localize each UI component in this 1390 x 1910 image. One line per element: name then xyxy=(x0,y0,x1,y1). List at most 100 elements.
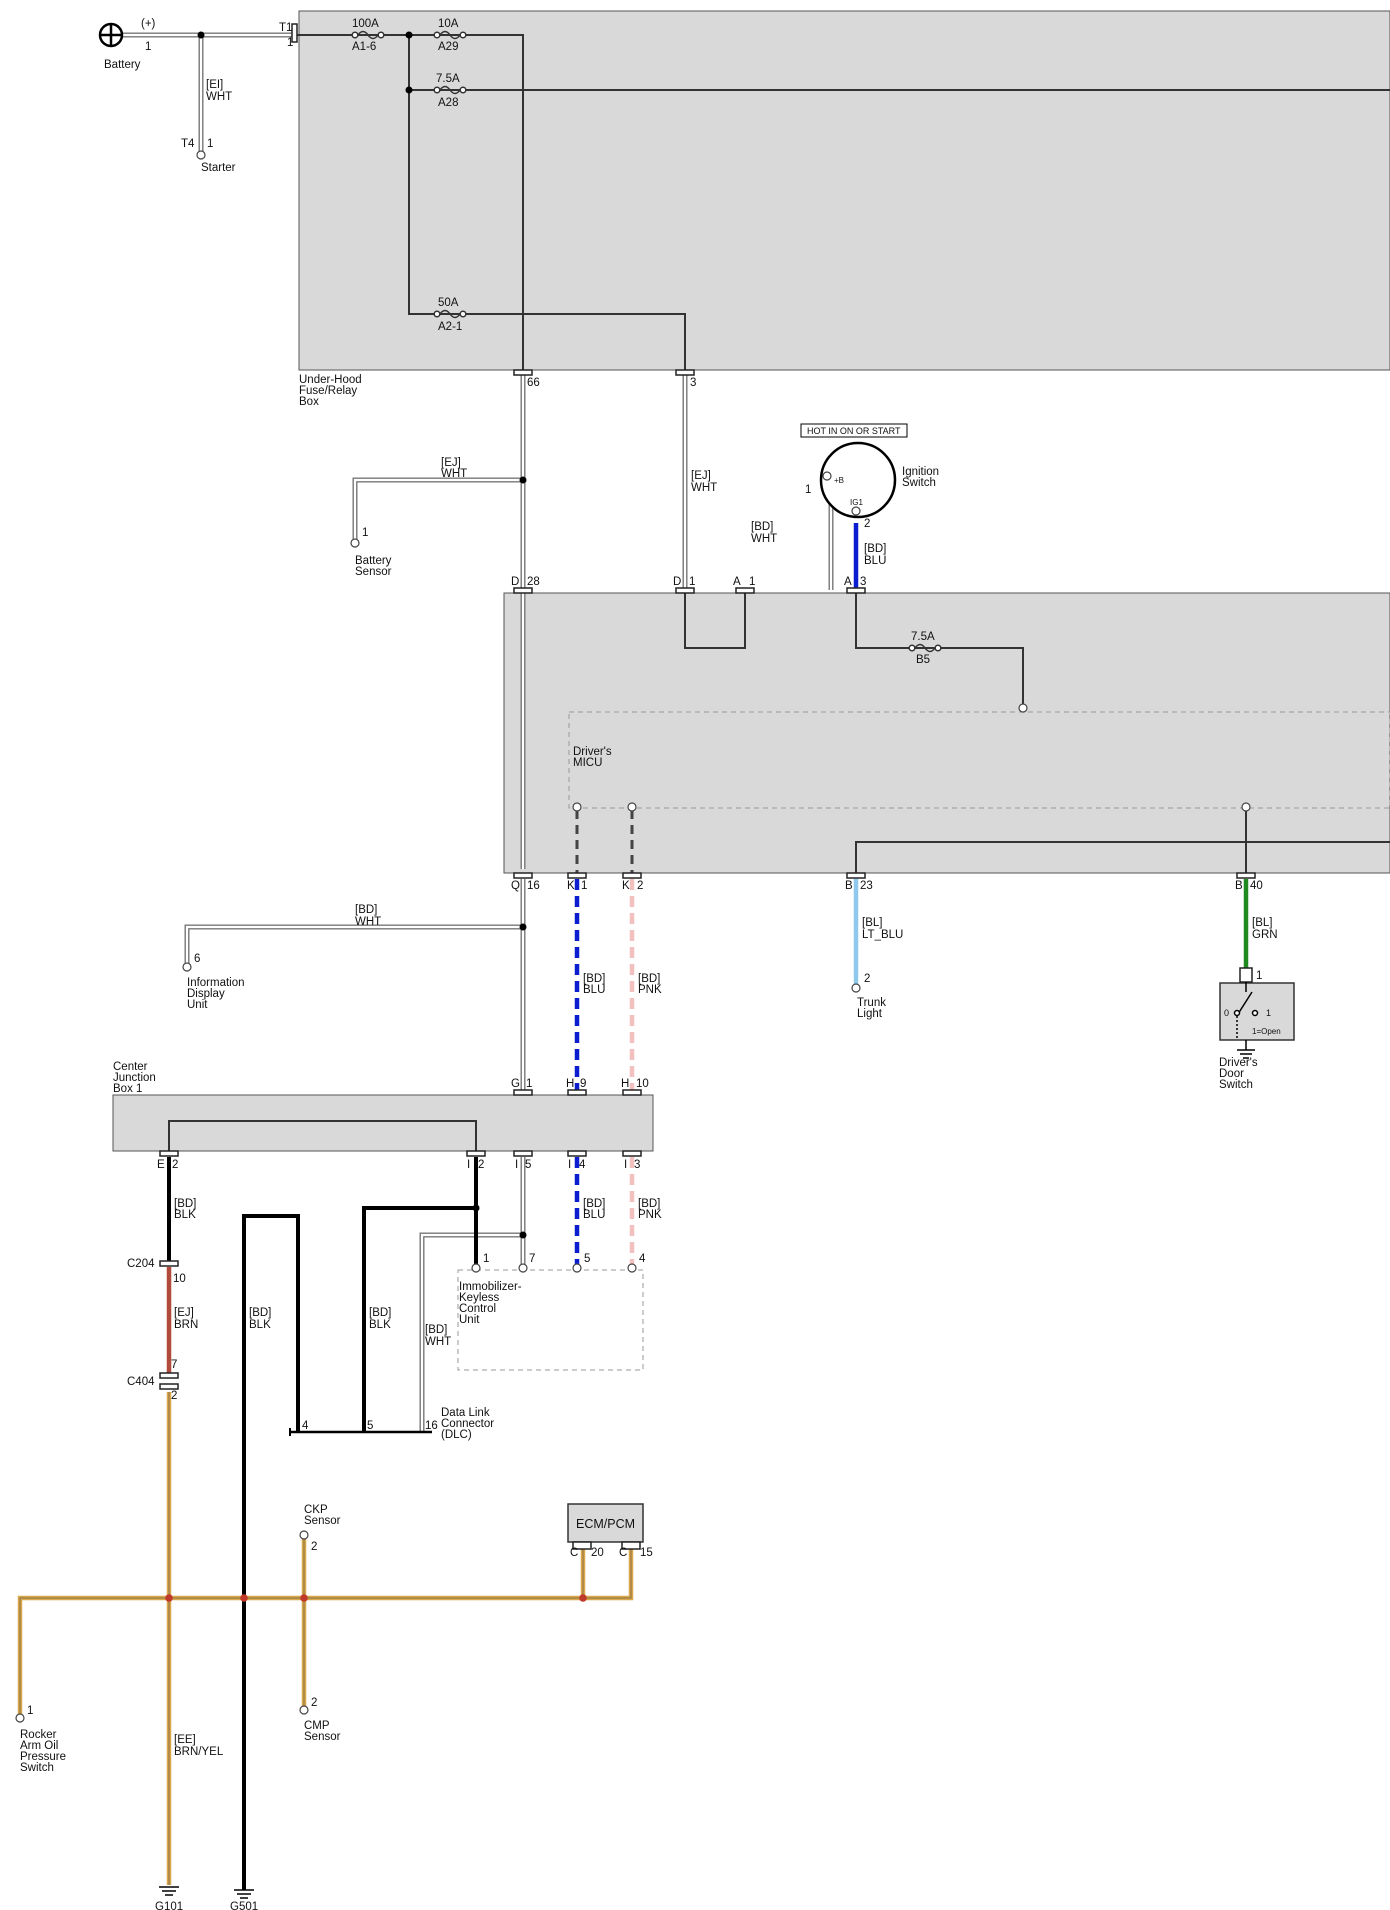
fuse-symbols xyxy=(351,30,942,653)
svg-text:10: 10 xyxy=(173,1273,186,1285)
svg-text:Connector: Connector xyxy=(441,1418,494,1430)
svg-text:1=Open: 1=Open xyxy=(1252,1027,1281,1036)
svg-text:7.5A: 7.5A xyxy=(436,73,460,85)
svg-text:BLK: BLK xyxy=(249,1319,271,1331)
svg-text:3: 3 xyxy=(634,1159,640,1171)
svg-text:Rocker: Rocker xyxy=(20,1729,57,1741)
svg-text:[BD]: [BD] xyxy=(583,973,605,985)
svg-text:WHT: WHT xyxy=(691,482,717,494)
svg-text:D: D xyxy=(511,576,519,588)
white-wires xyxy=(120,32,834,1432)
ground-g501-icon xyxy=(234,1889,254,1899)
svg-text:I: I xyxy=(467,1159,470,1171)
svg-text:Driver's: Driver's xyxy=(573,746,612,758)
svg-text:0: 0 xyxy=(1224,1008,1229,1018)
terminal-circles xyxy=(15,150,1251,1723)
svg-text:1: 1 xyxy=(145,41,151,53)
svg-text:2: 2 xyxy=(172,1159,178,1171)
svg-text:WHT: WHT xyxy=(425,1336,451,1348)
wire-blk-dlc5 xyxy=(362,1206,476,1432)
under-dash-fuse-relay-box xyxy=(503,592,1390,874)
fuse-100a xyxy=(351,30,385,40)
svg-text:BLK: BLK xyxy=(174,1209,196,1221)
svg-text:[BD]: [BD] xyxy=(638,973,660,985)
svg-text:Data Link: Data Link xyxy=(441,1407,490,1419)
svg-text:(DLC): (DLC) xyxy=(441,1429,472,1441)
svg-text:G101: G101 xyxy=(155,1901,183,1910)
wire-brnyel-bus xyxy=(17,1549,634,1715)
fuse-7-5a-b5 xyxy=(908,643,942,653)
hot-in-on-or-start-box xyxy=(800,423,908,438)
svg-text:BLU: BLU xyxy=(583,984,605,996)
svg-text:20: 20 xyxy=(591,1547,604,1559)
svg-text:[EJ]: [EJ] xyxy=(174,1307,194,1319)
under-hood-fuse-relay-box xyxy=(298,10,1390,371)
svg-text:1: 1 xyxy=(689,576,695,588)
svg-text:[BL]: [BL] xyxy=(1252,917,1272,929)
svg-text:Display: Display xyxy=(187,988,225,1000)
svg-text:Information: Information xyxy=(187,977,245,989)
svg-text:100A: 100A xyxy=(352,18,379,30)
svg-text:Junction: Junction xyxy=(113,1072,156,1084)
svg-text:(+): (+) xyxy=(141,18,156,30)
svg-text:50A: 50A xyxy=(438,297,459,309)
svg-text:Arm Oil: Arm Oil xyxy=(20,1740,58,1752)
svg-text:[EI]: [EI] xyxy=(206,79,223,91)
svg-text:5: 5 xyxy=(584,1253,590,1265)
battery-icon xyxy=(98,22,124,48)
svg-text:I: I xyxy=(515,1159,518,1171)
svg-text:B5: B5 xyxy=(916,654,930,666)
svg-text:G: G xyxy=(511,1078,520,1090)
svg-text:A2-1: A2-1 xyxy=(438,321,462,333)
svg-text:6: 6 xyxy=(194,953,200,965)
svg-text:[BD]: [BD] xyxy=(355,904,377,916)
ecm-pcm-box xyxy=(567,1503,644,1543)
svg-text:H: H xyxy=(621,1078,629,1090)
svg-text:Unit: Unit xyxy=(187,999,208,1011)
svg-text:3: 3 xyxy=(860,576,866,588)
svg-text:66: 66 xyxy=(527,377,540,389)
svg-text:2: 2 xyxy=(864,973,870,985)
svg-text:5: 5 xyxy=(367,1420,373,1432)
svg-text:2: 2 xyxy=(864,518,870,530)
svg-text:10: 10 xyxy=(636,1078,649,1090)
svg-text:Unit: Unit xyxy=(459,1314,480,1326)
svg-text:[EJ]: [EJ] xyxy=(691,470,711,482)
svg-text:B: B xyxy=(845,880,853,892)
svg-text:A: A xyxy=(844,576,852,588)
svg-text:3: 3 xyxy=(690,377,696,389)
starter-label: Starter xyxy=(201,162,236,174)
svg-text:I: I xyxy=(568,1159,571,1171)
svg-text:Immobilizer-: Immobilizer- xyxy=(459,1281,522,1293)
svg-text:2: 2 xyxy=(311,1697,317,1709)
svg-text:Switch: Switch xyxy=(20,1762,54,1774)
svg-text:WHT: WHT xyxy=(751,533,777,545)
svg-text:Light: Light xyxy=(857,1008,883,1020)
svg-text:[BD]: [BD] xyxy=(369,1307,391,1319)
fuse-7-5a-a28 xyxy=(433,85,467,95)
svg-text:4: 4 xyxy=(302,1420,309,1432)
svg-text:Sensor: Sensor xyxy=(304,1731,341,1743)
center-junction-box xyxy=(112,1094,654,1152)
svg-text:CMP: CMP xyxy=(304,1720,330,1732)
svg-text:T4: T4 xyxy=(181,138,195,150)
svg-text:Door: Door xyxy=(1219,1068,1244,1080)
svg-text:K: K xyxy=(622,880,630,892)
svg-text:[BL]: [BL] xyxy=(862,917,882,929)
svg-text:[BD]: [BD] xyxy=(751,521,773,533)
drivers-micu-boundary xyxy=(568,711,1390,809)
svg-text:C204: C204 xyxy=(127,1258,155,1270)
svg-text:1: 1 xyxy=(581,880,587,892)
svg-text:Sensor: Sensor xyxy=(355,566,392,578)
svg-text:1: 1 xyxy=(805,484,811,496)
svg-text:GRN: GRN xyxy=(1252,929,1278,941)
splice-dots xyxy=(165,31,587,1602)
svg-text:Pressure: Pressure xyxy=(20,1751,66,1763)
wire-blk-dlc4 xyxy=(242,1214,300,1890)
immobilizer-unit-boundary xyxy=(457,1269,644,1371)
svg-text:D: D xyxy=(673,576,681,588)
fuse-50a xyxy=(433,309,467,319)
svg-text:1: 1 xyxy=(362,527,368,539)
svg-text:Keyless: Keyless xyxy=(459,1292,500,1304)
wire-center-lines xyxy=(19,1392,632,1885)
